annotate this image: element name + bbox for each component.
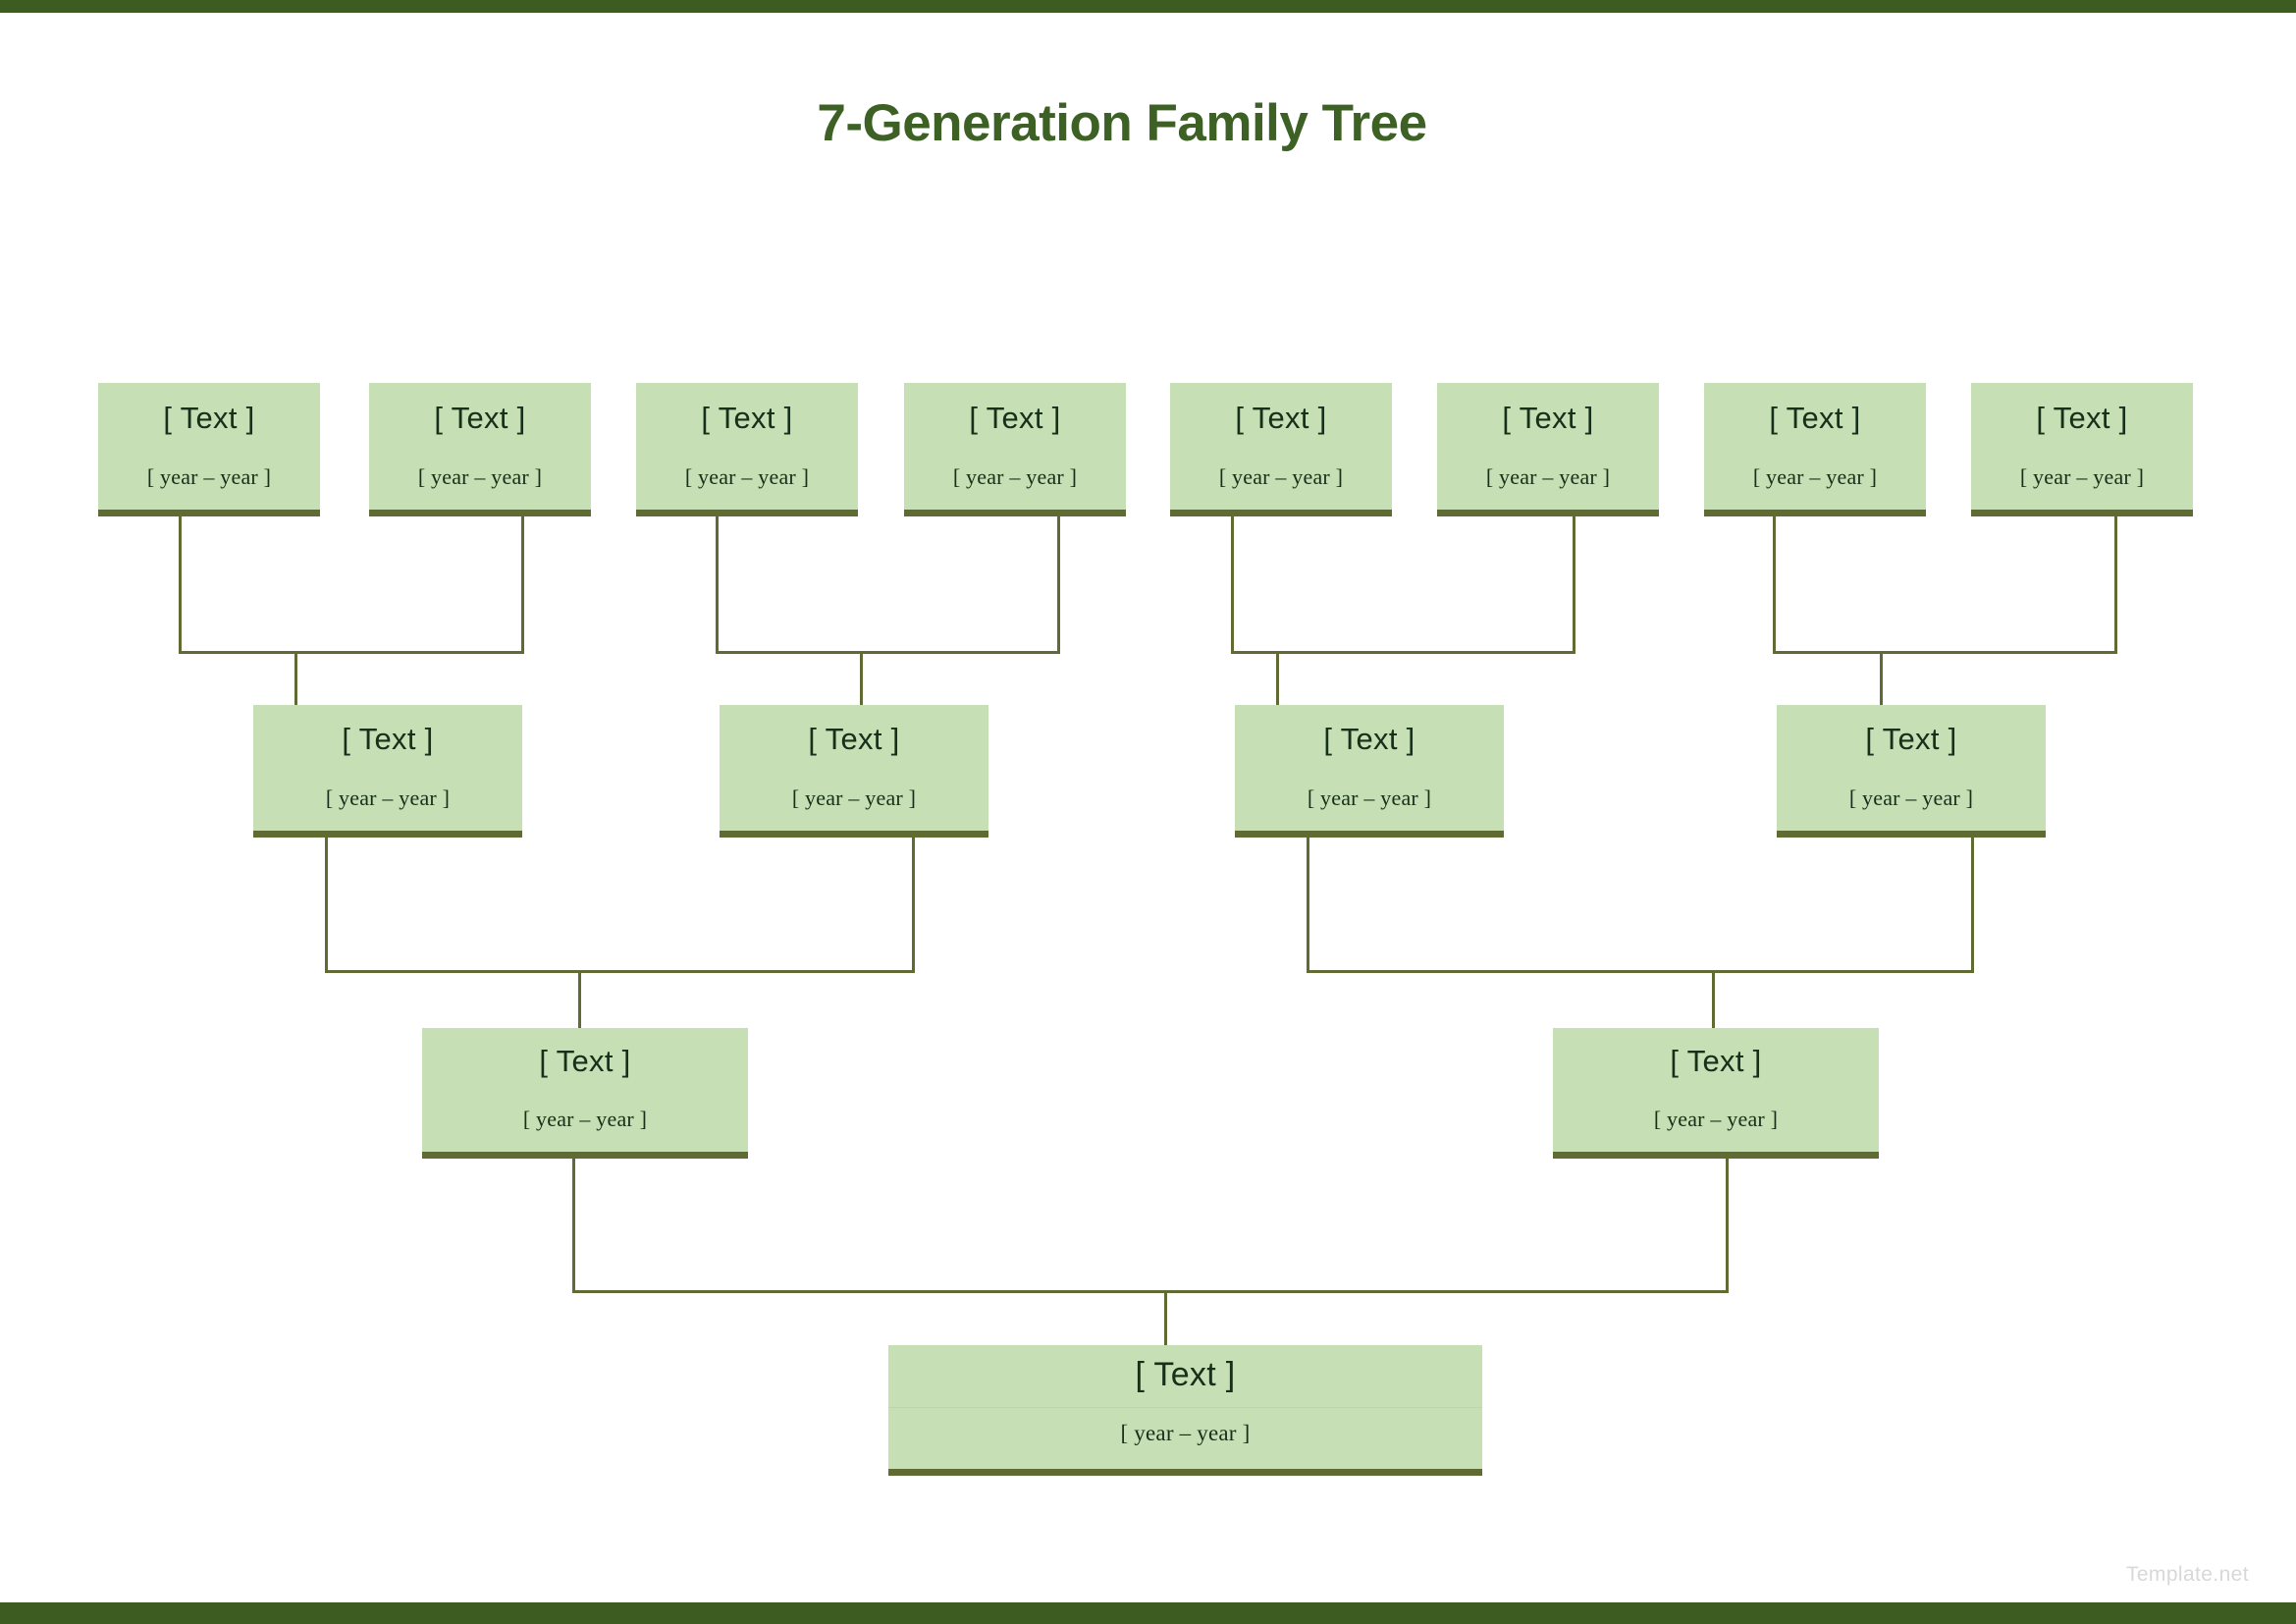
connector-g2-2-down (912, 838, 915, 972)
node-name: [ Text ] (1323, 722, 1415, 756)
node-years: [ year – year ] (791, 785, 917, 810)
tree-node-g1-1[interactable]: [ Text ] [ year – year ] (98, 383, 320, 516)
connector-g2-1-down (325, 838, 328, 972)
node-name: [ Text ] (1135, 1356, 1236, 1393)
connector-g3-2-up (1712, 970, 1715, 1028)
node-name: [ Text ] (1865, 722, 1957, 756)
connector-g1-7-down (1773, 516, 1776, 653)
watermark: Template.net (2125, 1563, 2249, 1586)
node-name: [ Text ] (701, 400, 793, 435)
connector-g1-5-down (1231, 516, 1234, 653)
connector-join-e (325, 970, 915, 973)
node-name: [ Text ] (2036, 400, 2128, 435)
node-name: [ Text ] (434, 400, 526, 435)
tree-node-g3-2[interactable]: [ Text ] [ year – year ] (1553, 1028, 1879, 1159)
connector-g1-1-down (179, 516, 182, 653)
tree-node-g2-2[interactable]: [ Text ] [ year – year ] (720, 705, 988, 838)
node-years: [ year – year ] (1752, 464, 1878, 489)
node-years: [ year – year ] (2019, 464, 2145, 489)
node-years: [ year – year ] (325, 785, 451, 810)
connector-g1-3-down (716, 516, 719, 653)
node-years: [ year – year ] (146, 464, 272, 489)
node-name: [ Text ] (342, 722, 434, 756)
node-years: [ year – year ] (1485, 464, 1611, 489)
tree-node-g1-8[interactable]: [ Text ] [ year – year ] (1971, 383, 2193, 516)
page-title: 7-Generation Family Tree (817, 94, 1427, 152)
connector-join-root (572, 1290, 1729, 1293)
connector-join-c (1231, 651, 1575, 654)
node-years: [ year – year ] (522, 1107, 648, 1131)
node-name: [ Text ] (1502, 400, 1594, 435)
tree-node-g1-5[interactable]: [ Text ] [ year – year ] (1170, 383, 1392, 516)
node-name: [ Text ] (539, 1044, 631, 1078)
tree-node-g1-4[interactable]: [ Text ] [ year – year ] (904, 383, 1126, 516)
node-name: [ Text ] (808, 722, 900, 756)
tree-node-g2-3[interactable]: [ Text ] [ year – year ] (1235, 705, 1504, 838)
connector-join-f (1307, 970, 1974, 973)
tree-node-g1-3[interactable]: [ Text ] [ year – year ] (636, 383, 858, 516)
connector-g2-1-up (294, 651, 297, 705)
connector-g1-6-down (1573, 516, 1575, 653)
connector-g4-root-up (1164, 1290, 1167, 1345)
tree-node-g2-1[interactable]: [ Text ] [ year – year ] (253, 705, 522, 838)
connector-join-b (716, 651, 1060, 654)
connector-g1-2-down (521, 516, 524, 653)
node-years: [ year – year ] (684, 464, 810, 489)
connector-g3-1-up (578, 970, 581, 1028)
node-name: [ Text ] (969, 400, 1061, 435)
connector-g1-4-down (1057, 516, 1060, 653)
node-years: [ year – year ] (1218, 464, 1344, 489)
bottom-accent-bar (0, 1602, 2296, 1624)
node-name: [ Text ] (1769, 400, 1861, 435)
connector-g1-8-down (2114, 516, 2117, 653)
tree-node-g1-6[interactable]: [ Text ] [ year – year ] (1437, 383, 1659, 516)
connector-join-a (179, 651, 524, 654)
node-name: [ Text ] (1235, 400, 1327, 435)
tree-node-g1-2[interactable]: [ Text ] [ year – year ] (369, 383, 591, 516)
node-years: [ year – year ] (1653, 1107, 1779, 1131)
connector-g2-2-up (860, 651, 863, 705)
connector-g3-2-down (1726, 1159, 1729, 1293)
connector-g2-3-up (1276, 651, 1279, 705)
node-name: [ Text ] (163, 400, 255, 435)
node-years: [ year – year ] (952, 464, 1078, 489)
connector-g3-1-down (572, 1159, 575, 1293)
node-years: [ year – year ] (1307, 785, 1432, 810)
tree-node-g4-root[interactable]: [ Text ] [ year – year ] (888, 1345, 1482, 1476)
tree-node-g3-1[interactable]: [ Text ] [ year – year ] (422, 1028, 748, 1159)
connector-g2-3-down (1307, 838, 1309, 972)
connector-g2-4-down (1971, 838, 1974, 972)
node-name: [ Text ] (1670, 1044, 1762, 1078)
tree-node-g1-7[interactable]: [ Text ] [ year – year ] (1704, 383, 1926, 516)
connector-g2-4-up (1880, 651, 1883, 705)
node-years: [ year – year ] (888, 1407, 1482, 1469)
top-accent-bar (0, 0, 2296, 13)
node-years: [ year – year ] (417, 464, 543, 489)
connector-join-d (1773, 651, 2117, 654)
tree-node-g2-4[interactable]: [ Text ] [ year – year ] (1777, 705, 2046, 838)
node-years: [ year – year ] (1848, 785, 1974, 810)
